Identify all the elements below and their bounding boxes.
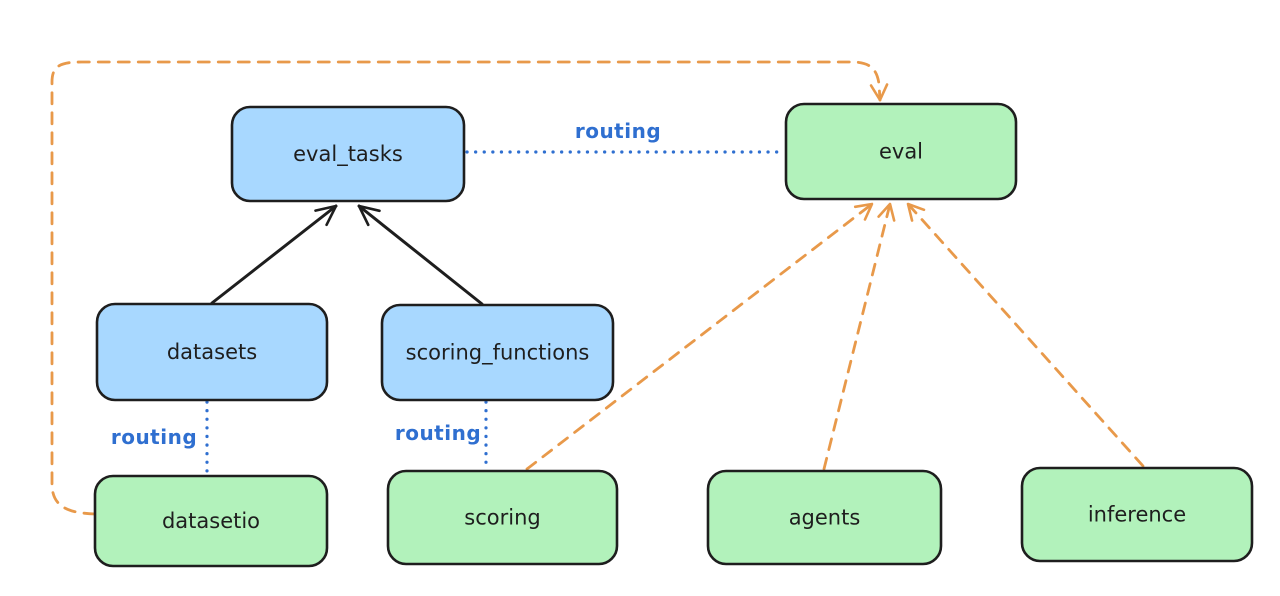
node-label-eval: eval [879,140,923,164]
node-label-agents: agents [789,506,861,530]
edge-datasetio-to-eval[interactable] [50,60,889,516]
labels-layer: routing routing routing [111,119,661,449]
node-label-scoring: scoring [464,506,540,530]
node-box-scoring[interactable] [386,469,619,566]
node-scoring_functions[interactable]: scoring_functions [380,303,615,402]
node-box-datasetio[interactable] [93,474,329,568]
node-box-datasets[interactable] [95,302,329,402]
edge-label-routing-datasets-datasetio: routing [111,425,197,449]
node-scoring[interactable]: scoring [386,469,619,566]
edge-scoring_functions-to-eval_tasks[interactable] [357,204,484,306]
node-box-eval[interactable] [784,102,1018,201]
edge-label-routing-scoringfns-scoring: routing [395,421,481,445]
node-label-datasetio: datasetio [162,509,260,533]
node-box-inference[interactable] [1020,466,1254,563]
node-box-scoring_functions[interactable] [380,303,615,402]
node-label-datasets: datasets [167,340,257,364]
node-datasetio[interactable]: datasetio [93,474,329,568]
edge-label-routing-eval_tasks-eval: routing [575,119,661,143]
node-eval_tasks[interactable]: eval_tasks [230,105,466,203]
node-label-scoring_functions: scoring_functions [406,341,590,366]
node-inference[interactable]: inference [1020,466,1254,563]
node-agents[interactable]: agents [706,469,943,566]
node-datasets[interactable]: datasets [95,302,329,402]
node-box-eval_tasks[interactable] [230,105,466,203]
edge-agents-to-eval[interactable] [822,202,896,471]
edge-datasets-to-eval_tasks[interactable] [210,204,338,305]
edges-layer [50,60,1145,516]
node-eval[interactable]: eval [784,102,1018,201]
nodes-layer: eval_tasks eval datasets scoring_functionsd… [93,102,1254,568]
node-box-agents[interactable] [706,469,943,566]
node-label-eval_tasks: eval_tasks [293,142,403,167]
edge-inference-to-eval[interactable] [906,202,1145,468]
node-label-inference: inference [1088,503,1186,527]
edge-scoring-to-eval[interactable] [525,202,874,471]
